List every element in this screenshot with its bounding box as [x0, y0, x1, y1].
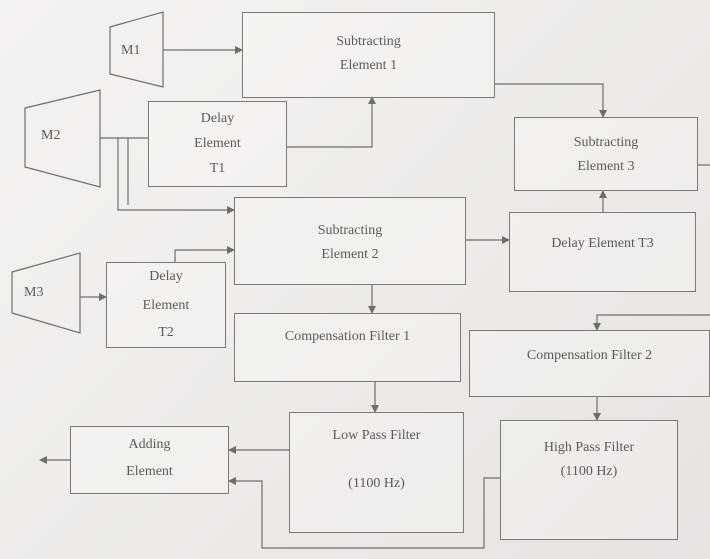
subtracting-element-1-line1: Subtracting — [336, 34, 401, 49]
compensation-filter-1: Compensation Filter 1 — [234, 313, 461, 382]
microphone-m1-shape — [109, 11, 164, 88]
high-pass-filter-line2: (1100 Hz) — [560, 464, 618, 479]
microphone-m2-label: M2 — [41, 128, 61, 143]
delay-element-t3: Delay Element T3 — [509, 212, 696, 292]
adding-element: Adding Element — [70, 426, 229, 494]
subtracting-element-1: Subtracting Element 1 — [242, 12, 495, 98]
delay-element-t1-line1: Delay — [200, 111, 235, 126]
microphone-m3-shape — [11, 252, 81, 334]
high-pass-filter-line1: High Pass Filter — [543, 440, 635, 455]
wire-delay1-sub1 — [287, 96, 376, 148]
wire-feed-comp2 — [593, 314, 710, 331]
low-pass-filter-line2: (1100 Hz) — [348, 476, 405, 491]
compensation-filter-2: Compensation Filter 2 — [469, 330, 710, 397]
high-pass-filter: High Pass Filter (1100 Hz) — [500, 420, 678, 540]
subtracting-element-2: Subtracting Element 2 — [234, 197, 466, 285]
wire-highpass-adding — [228, 477, 500, 549]
subtracting-element-3-line2: Element 3 — [577, 159, 635, 174]
adding-element-line1: Adding — [128, 437, 171, 452]
wire-sub1-sub3 — [495, 83, 607, 118]
subtracting-element-3: Subtracting Element 3 — [514, 117, 698, 191]
microphone-m2-shape — [24, 89, 101, 188]
compensation-filter-2-line1: Compensation Filter 2 — [526, 348, 653, 363]
microphone-m3-label: M3 — [24, 285, 44, 300]
delay-element-t3-line1: Delay Element T3 — [551, 236, 654, 251]
delay-element-t1-line3: T1 — [209, 161, 226, 176]
subtracting-element-3-line1: Subtracting — [573, 135, 639, 150]
delay-element-t2-line2: Element — [142, 298, 190, 313]
delay-element-t2-line3: T2 — [158, 325, 174, 340]
wire-m2-sub2 — [117, 138, 235, 214]
delay-element-t1: Delay Element T1 — [148, 101, 287, 187]
delay-element-t1-line2: Element — [194, 136, 241, 151]
delay-element-t2-line1: Delay — [149, 269, 183, 284]
adding-element-line2: Element — [126, 464, 173, 479]
subtracting-element-2-line2: Element 2 — [321, 247, 379, 262]
delay-element-t2: Delay Element T2 — [106, 262, 226, 348]
microphone-m1-label: M1 — [121, 43, 141, 58]
subtracting-element-2-line1: Subtracting — [317, 223, 383, 238]
subtracting-element-1-line2: Element 1 — [339, 58, 398, 73]
compensation-filter-1-line1: Compensation Filter 1 — [284, 329, 411, 344]
wire-delay2-sub2 — [174, 246, 235, 262]
low-pass-filter-line1: Low Pass Filter — [332, 428, 421, 443]
low-pass-filter: Low Pass Filter (1100 Hz) — [289, 412, 464, 533]
